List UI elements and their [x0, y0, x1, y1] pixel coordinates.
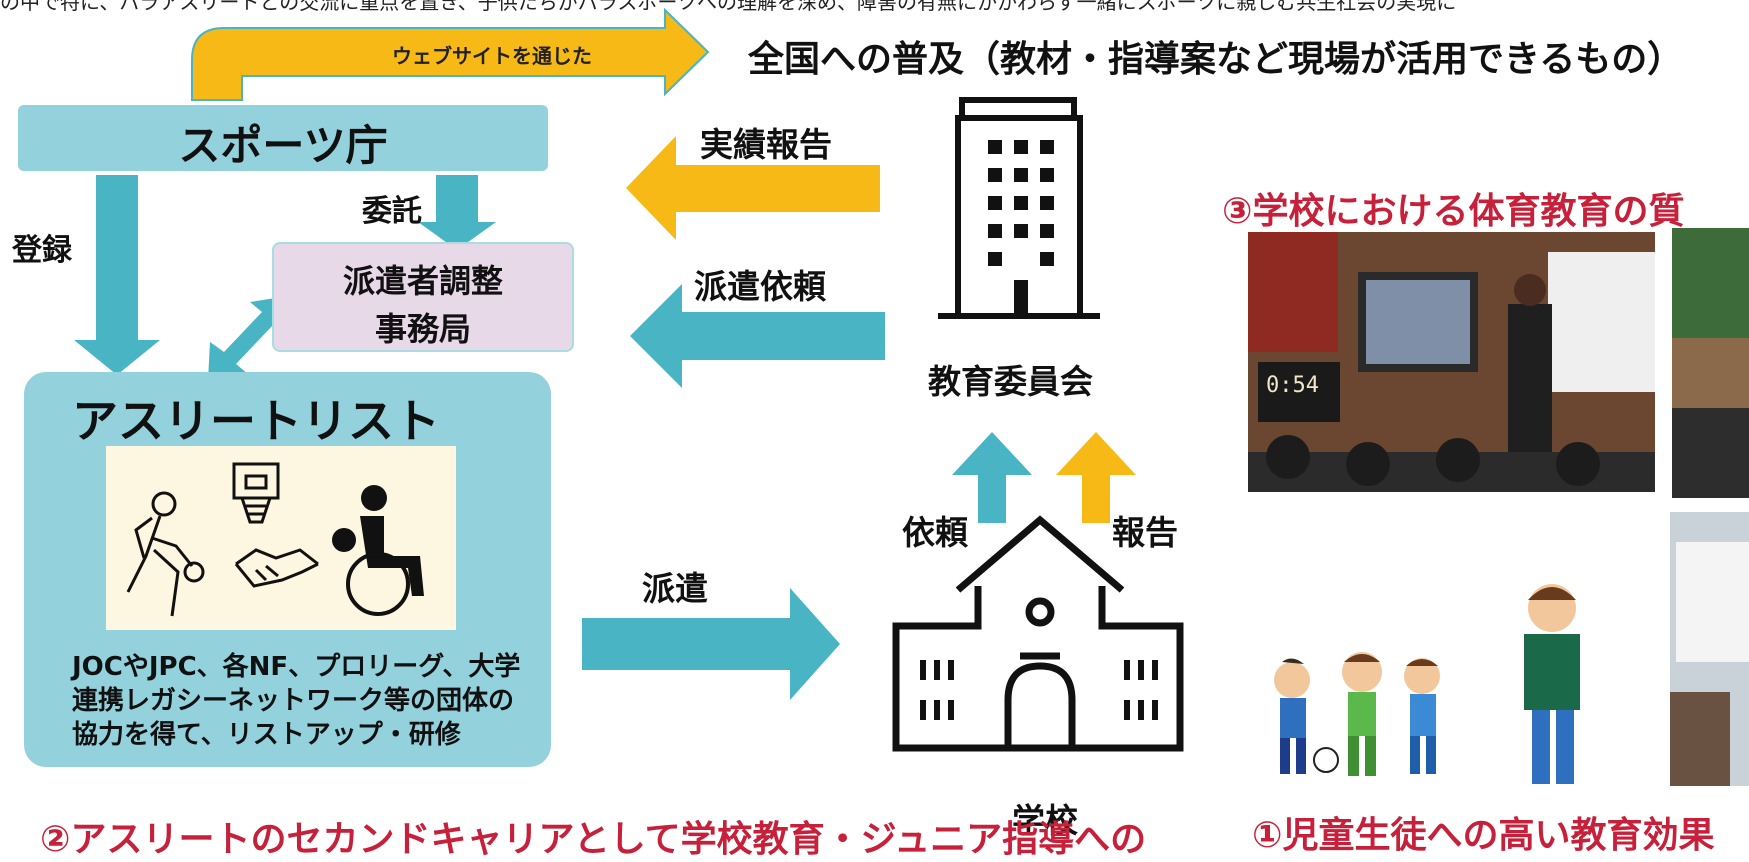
agency-box	[18, 105, 548, 171]
jisseki-arrow	[626, 136, 880, 240]
teacher-icon	[1524, 584, 1580, 784]
second-career-heading: ②アスリートのセカンドキャリアとして学校教育・ジュニア指導への	[40, 819, 1147, 860]
athlete-list-note: JOCやJPC、各NF、プロリーグ、大学連携レガシーネットワーク等の団体の協力を…	[72, 652, 521, 750]
haken-arrow	[582, 588, 840, 700]
children-illustration	[1262, 570, 1622, 790]
website-arrow	[191, 7, 710, 101]
walking-person-icon	[126, 491, 205, 617]
effect-heading: ①児童生徒への高い教育効果	[1252, 815, 1715, 856]
child-green-icon	[1342, 652, 1382, 776]
irai-label: 依頼	[902, 513, 968, 552]
board-building-icon	[938, 97, 1100, 319]
classroom-photo-svg: 0:54	[1248, 232, 1655, 492]
haken-irai-arrow	[630, 284, 885, 388]
toroku-arrow	[74, 175, 160, 375]
link-arrow	[208, 296, 288, 380]
classroom-photo-2	[1672, 228, 1749, 498]
quality-heading: ③学校における体育教育の質	[1222, 191, 1685, 232]
dispatch-office-line2: 事務局	[374, 310, 471, 348]
athlete-illustration-svg	[126, 462, 424, 617]
board-label: 教育委員会	[928, 362, 1093, 401]
athlete-list-title: アスリートリスト	[72, 394, 440, 448]
diagram-arrows	[74, 7, 1184, 752]
dispatch-office-line1: 派遣者調整	[342, 262, 503, 300]
athlete-illustration	[106, 446, 456, 630]
website-label: ウェブサイトを通じた	[392, 44, 592, 68]
intro-text: の中で特に、パラアスリートとの交流に重点を置き、子供たちがパラスポーツへの理解を…	[0, 0, 1457, 14]
school-windows	[920, 660, 1158, 720]
child-lightblue-icon	[1404, 658, 1440, 774]
irai-arrow	[952, 432, 1032, 523]
child-blue-icon	[1274, 658, 1310, 774]
houkoku-label: 報告	[1112, 513, 1178, 552]
toroku-label: 登録	[12, 233, 72, 268]
soccer-ball-icon	[1313, 747, 1339, 773]
school-building-icon	[892, 515, 1184, 752]
dispatch-office-box	[272, 242, 574, 352]
haken-label: 派遣	[642, 569, 708, 608]
handshake-icon	[234, 548, 319, 588]
children-illustration-svg	[1274, 584, 1580, 784]
itaku-label: 委託	[362, 194, 422, 229]
basketball-hoop-icon	[232, 462, 280, 524]
itaku-arrow	[418, 175, 496, 250]
houkoku-arrow	[1056, 432, 1136, 523]
jisseki-label: 実績報告	[700, 125, 832, 164]
wheel-icon	[346, 552, 410, 616]
classroom-photo-2-svg	[1672, 228, 1749, 498]
classroom-photo-3-svg	[1670, 512, 1749, 786]
timer-display: 0:54	[1266, 373, 1319, 398]
haken-irai-label: 派遣依頼	[694, 267, 826, 306]
classroom-photo-3	[1670, 512, 1749, 786]
wheelchair-athlete-icon	[332, 485, 424, 596]
agency-label: スポーツ庁	[178, 121, 388, 170]
classroom-photo: 0:54	[1248, 232, 1655, 492]
nationwide-heading: 全国への普及（教材・指導案など現場が活用できるもの）	[748, 39, 1684, 80]
